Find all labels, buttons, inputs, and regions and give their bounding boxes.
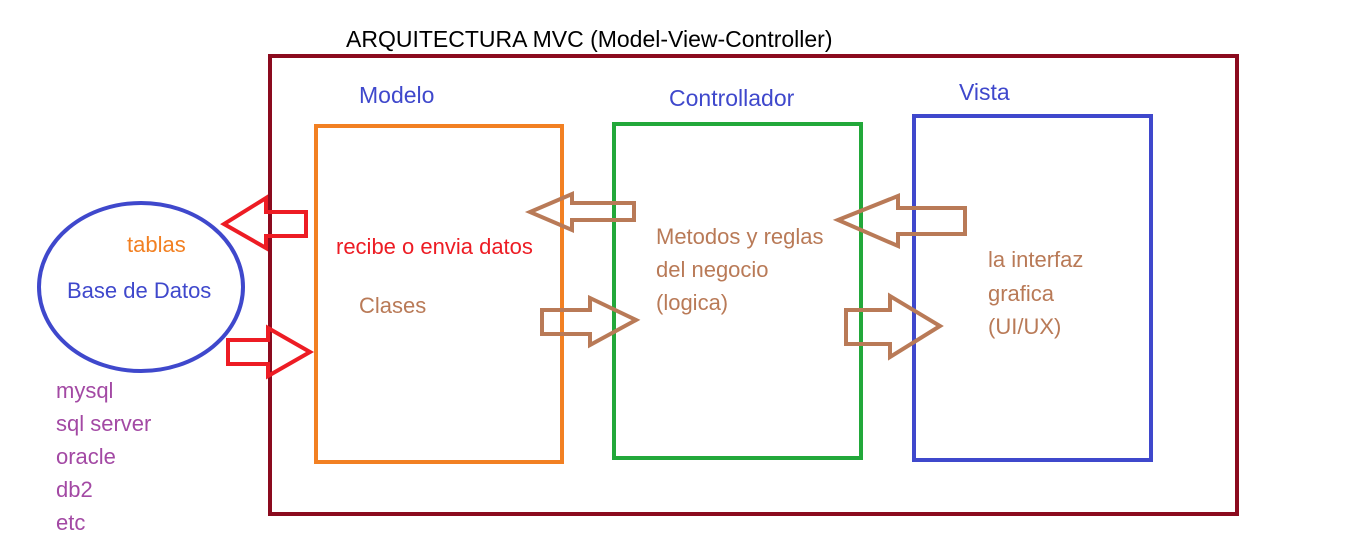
db-engine-db2: db2: [56, 477, 93, 502]
modelo-box: [314, 124, 564, 464]
vista-box: [912, 114, 1153, 462]
mvc-container-box: [268, 54, 1239, 516]
diagram-title: ARQUITECTURA MVC (Model-View-Controller): [346, 26, 833, 52]
arrow-controlador-to-modelo: [524, 190, 636, 234]
vista-text-3: (UI/UX): [988, 314, 1061, 339]
db-engine-etc: etc: [56, 510, 85, 535]
controlador-text-2: del negocio: [656, 257, 769, 282]
arrow-modelo-to-controlador: [540, 294, 641, 349]
modelo-text-clases: Clases: [359, 293, 426, 318]
controlador-box: [612, 122, 863, 460]
vista-heading: Vista: [959, 79, 1010, 105]
base-datos-tablas: tablas: [127, 232, 186, 257]
db-engine-mysql: mysql: [56, 378, 113, 403]
arrow-vista-to-controlador: [832, 193, 967, 250]
base-datos-label: Base de Datos: [67, 278, 211, 303]
db-engine-oracle: oracle: [56, 444, 116, 469]
vista-text-2: grafica: [988, 281, 1055, 306]
modelo-text-datos: recibe o envia datos: [336, 234, 533, 259]
arrow-right-to-modelo: [226, 324, 315, 380]
base-datos-ellipse: [37, 201, 245, 373]
vista-text-1: la interfaz: [988, 247, 1083, 272]
db-engine-sqlserver: sql server: [56, 411, 151, 436]
modelo-heading: Modelo: [359, 82, 434, 108]
controlador-heading: Controllador: [669, 85, 795, 111]
arrow-left-to-database: [220, 194, 308, 252]
arrow-controlador-to-vista: [844, 292, 944, 361]
controlador-text-3: (logica): [656, 290, 728, 315]
controlador-text-1: Metodos y reglas: [656, 224, 824, 249]
